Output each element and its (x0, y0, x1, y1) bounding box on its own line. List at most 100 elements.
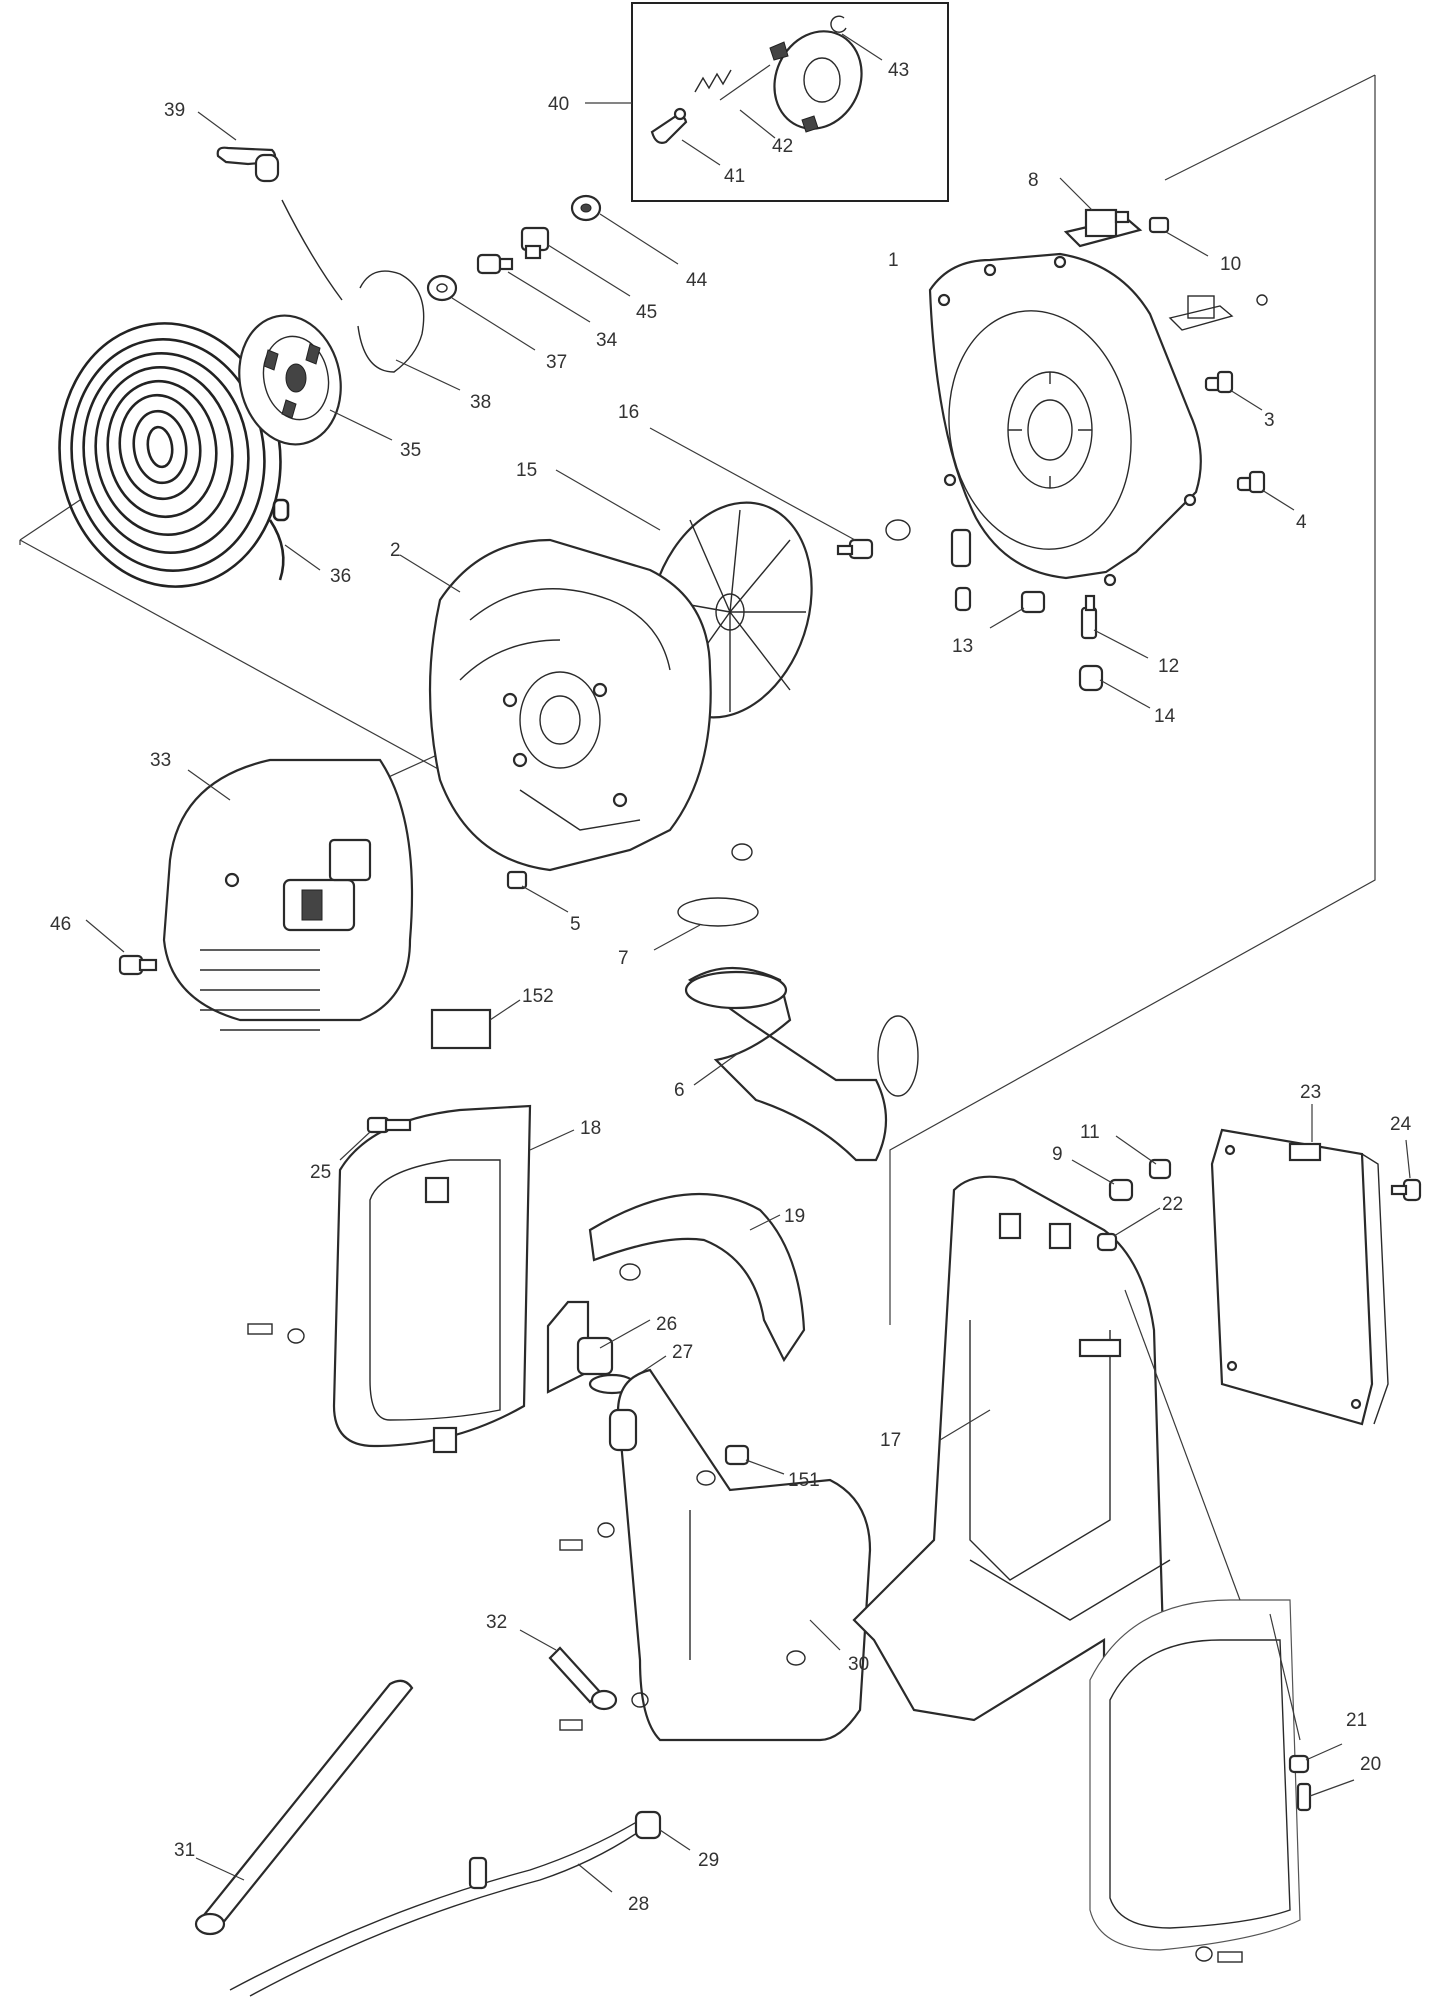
callout-38: 38 (470, 392, 491, 413)
callout-34: 34 (596, 330, 618, 351)
callout-27: 27 (672, 1342, 693, 1363)
callout-14: 14 (1154, 706, 1176, 727)
spring-part (694, 69, 732, 93)
screw-34-part (476, 253, 514, 275)
starter-reel-part (238, 314, 342, 446)
callout-16: 16 (618, 402, 639, 423)
callout-33: 33 (150, 750, 171, 771)
callout-152: 152 (522, 986, 554, 1007)
callout-5: 5 (570, 914, 581, 935)
assembly-reference-lines (19, 74, 1376, 1325)
handle-frame-18-part (332, 1104, 575, 1454)
circlip-part (830, 15, 847, 33)
housing-stub-ghost (885, 519, 972, 612)
callout-8: 8 (1028, 170, 1039, 191)
cap-14-part (1078, 664, 1151, 709)
nut-5-part (506, 870, 569, 913)
bracket-ghost-part (1168, 294, 1268, 331)
cap-29-part (634, 1810, 691, 1851)
callout-30: 30 (848, 1654, 869, 1675)
screw-10-part (1148, 216, 1209, 257)
cap-9-part (1071, 1159, 1134, 1202)
harness-frame-part (1089, 1289, 1301, 1951)
rope-guide-ring-part (357, 270, 425, 373)
callout-37: 37 (546, 352, 567, 373)
washer-44-part (570, 194, 602, 222)
callout-46: 46 (50, 914, 71, 935)
callout-10: 10 (1220, 254, 1241, 275)
fuel-line-28-part (229, 1819, 651, 1997)
callout-24: 24 (1390, 1114, 1412, 1135)
callout-4: 4 (1296, 512, 1307, 533)
callout-26: 26 (656, 1314, 677, 1335)
callout-35: 35 (400, 440, 421, 461)
bracket-8-part (1059, 177, 1143, 248)
callout-36: 36 (330, 566, 351, 587)
fan-housing-part (928, 252, 1202, 587)
callout-18: 18 (580, 1118, 601, 1139)
gasket-7-part (653, 897, 759, 951)
handle-19-part (588, 1192, 806, 1363)
callout-41: 41 (724, 166, 745, 187)
tube-31-part (194, 1679, 414, 1936)
callout-21: 21 (1346, 1710, 1367, 1731)
callout-9: 9 (1052, 1144, 1063, 1165)
callout-25: 25 (310, 1162, 331, 1183)
nut-13-part (989, 590, 1046, 629)
callout-3: 3 (1264, 410, 1275, 431)
callout-6: 6 (674, 1080, 685, 1101)
fan-bolt-part (836, 538, 874, 560)
callout-20: 20 (1360, 1754, 1381, 1775)
back-frame-17-part (852, 1175, 1171, 1736)
callout-2: 2 (390, 540, 401, 561)
nut-ghost-part (731, 843, 753, 861)
screw-3-part (1204, 370, 1263, 411)
callout-labels: 1 2 3 4 5 6 7 8 9 10 11 12 13 14 15 16 1… (50, 60, 1412, 1915)
elbow-6-part (684, 966, 919, 1162)
callout-23: 23 (1300, 1082, 1321, 1103)
grommet-151-part (724, 1444, 785, 1475)
engine-housing-part (399, 538, 712, 872)
callout-1: 1 (888, 250, 899, 271)
fuel-cap-26-part (546, 1300, 651, 1394)
screw-46-part (85, 919, 158, 976)
callout-13: 13 (952, 636, 973, 657)
screw-4-part (1236, 470, 1295, 511)
callout-7: 7 (618, 948, 629, 969)
callout-151: 151 (788, 1470, 820, 1491)
bolt-washer-ghost-left (247, 1323, 305, 1344)
clutch-inset-box (585, 2, 949, 202)
callout-28: 28 (628, 1894, 649, 1915)
nut-21-part (1288, 1743, 1343, 1774)
callout-17: 17 (880, 1430, 901, 1451)
nut-45-part (520, 226, 550, 260)
callout-31: 31 (174, 1840, 195, 1861)
back-plate-23-part (1210, 1104, 1389, 1426)
label-152-part (430, 999, 521, 1050)
screw-25-part (339, 1116, 412, 1161)
callout-32: 32 (486, 1612, 507, 1633)
starter-handle-part (197, 111, 343, 301)
bolt-washer-ghost-right (1195, 1946, 1243, 1963)
callout-12: 12 (1158, 656, 1179, 677)
callout-15: 15 (516, 460, 537, 481)
pawl-part (650, 107, 688, 144)
bolt-washer-ghost-tank (559, 1522, 649, 1731)
callout-22: 22 (1162, 1194, 1183, 1215)
callout-43: 43 (888, 60, 909, 81)
engine-cover-part (162, 758, 414, 1031)
callout-45: 45 (636, 302, 657, 323)
callout-39: 39 (164, 100, 185, 121)
washer-37-part (426, 274, 458, 302)
grommet-22-part (1096, 1207, 1161, 1252)
callout-11: 11 (1080, 1122, 1100, 1143)
ratchet-plate-part (769, 30, 863, 133)
strainer-32-part (519, 1629, 618, 1711)
screw-24-part (1390, 1139, 1422, 1202)
fuel-tank-30-part (608, 1368, 872, 1742)
callout-40: 40 (548, 94, 569, 115)
callout-29: 29 (698, 1850, 719, 1871)
fitting-12-part (1080, 594, 1149, 659)
screw-20-part (1296, 1779, 1355, 1812)
